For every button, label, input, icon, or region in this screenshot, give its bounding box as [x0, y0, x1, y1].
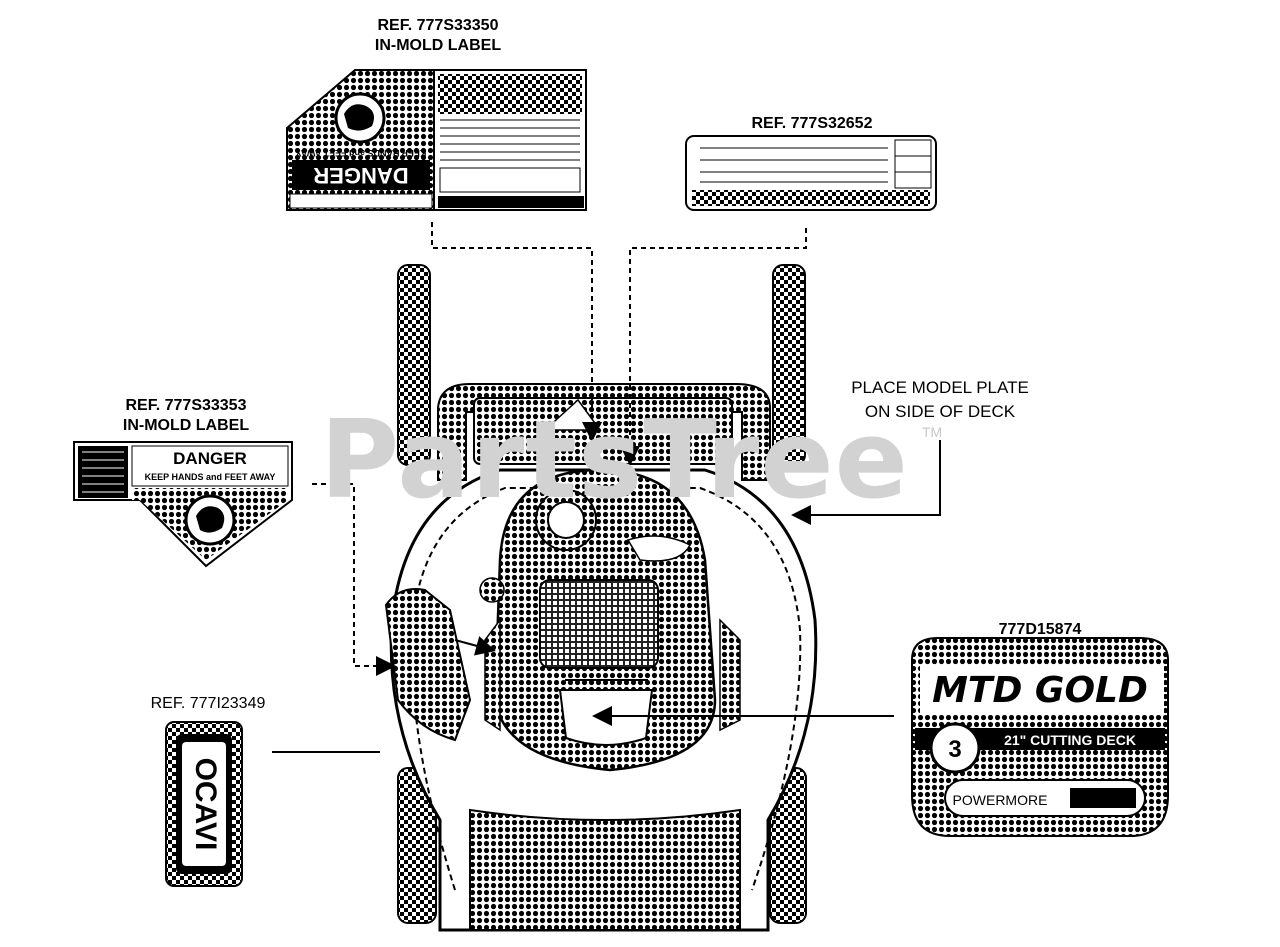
mower-outline [384, 264, 818, 932]
engine-label-area [558, 689, 654, 746]
brand-mtd-gold: MTD GOLD [932, 670, 1148, 711]
callout-777S32652: REF. 777S32652 [751, 115, 873, 132]
discharge-chute [384, 588, 472, 742]
callout-model-plate-line2: ON SIDE OF DECK [864, 402, 1016, 421]
powermore-text: POWERMORE [953, 792, 1048, 808]
engine-grille [539, 579, 659, 669]
callout-777S33350-ref: REF. 777S33350 [377, 17, 499, 34]
danger-sub-top: KEEP HANDS and FEET AWAY [296, 148, 427, 158]
callout-model-plate-line1: PLACE MODEL PLATE [851, 378, 1029, 397]
decal-777I23349: OCAVI [165, 721, 243, 887]
callout-777I23349: REF. 777I23349 [150, 695, 266, 712]
callout-777S33350-type: IN-MOLD LABEL [374, 37, 502, 54]
engine-cc-text: OCAVI [189, 758, 222, 851]
danger-word-top: DANGER [313, 163, 408, 188]
danger-sub-left: KEEP HANDS and FEET AWAY [145, 472, 276, 482]
front-right-wheel [772, 264, 806, 466]
decal-777S32652 [685, 135, 937, 211]
watermark-tm: TM [922, 424, 943, 440]
callout-777S33350: REF. 777S33350 IN-MOLD LABEL [348, 16, 528, 56]
callout-model-plate: PLACE MODEL PLATE ON SIDE OF DECK [820, 376, 1060, 424]
svg-text:3: 3 [948, 736, 961, 763]
leader-lines [272, 222, 941, 753]
warranty-seal-icon [929, 722, 981, 774]
callout-777S33353-ref: REF. 777S33353 [125, 397, 247, 414]
decal-777D15874: MTD GOLD 21" CUTTING DECK 3 POWERMORE [911, 637, 1169, 837]
front-left-wheel [397, 264, 431, 466]
cutting-deck-text: 21" CUTTING DECK [1004, 732, 1136, 748]
callout-777S33353-type: IN-MOLD LABEL [122, 417, 250, 434]
watermark: PartsTree [320, 398, 909, 523]
front-plate [473, 397, 733, 465]
danger-word-left: DANGER [173, 449, 247, 468]
decal-777S33350: DANGER KEEP HANDS and FEET AWAY [286, 69, 587, 211]
callout-777S33353: REF. 777S33353 IN-MOLD LABEL [96, 396, 276, 436]
callout-777D15874: 777D15874 [998, 621, 1082, 638]
decal-777S33353: DANGER KEEP HANDS and FEET AWAY [73, 441, 293, 568]
